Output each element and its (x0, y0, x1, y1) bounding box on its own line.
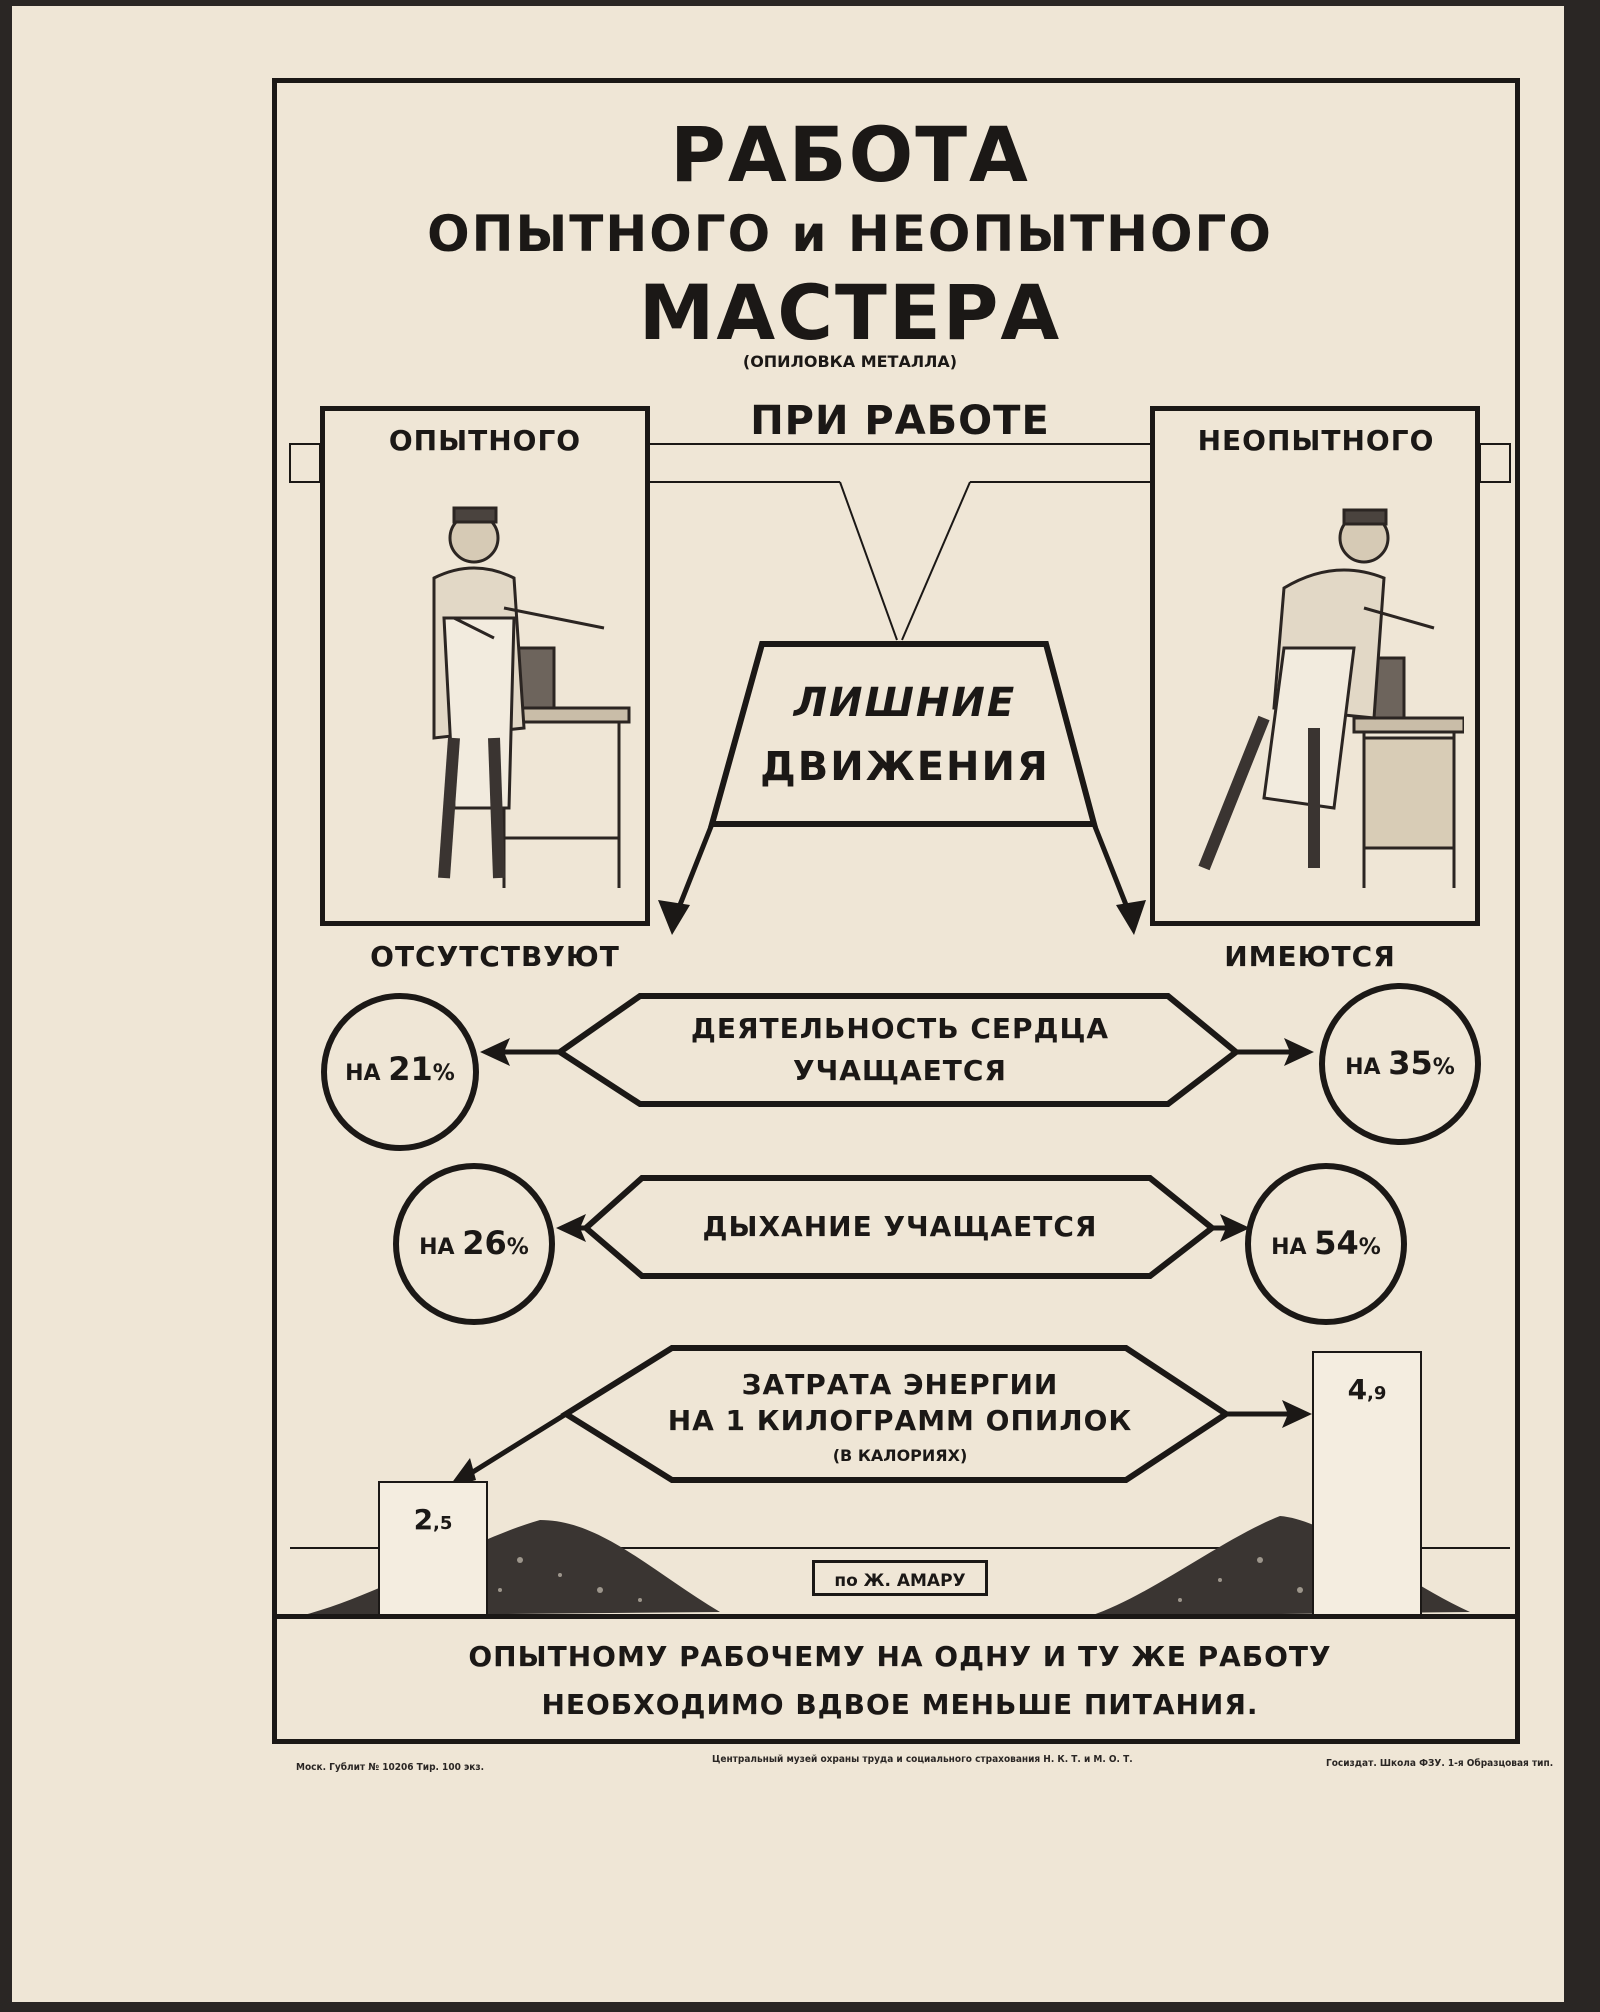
experienced-panel (320, 406, 650, 926)
breath-left-circle (393, 1163, 555, 1325)
breath-right-circle (1245, 1163, 1407, 1325)
energy-label-line-3: (В КАЛОРИЯХ) (832, 1446, 968, 1465)
experienced-label: ОПЫТНОГО (388, 424, 582, 457)
heart-left-circle (321, 993, 479, 1151)
heart-right-value: НА 35% (1345, 1044, 1455, 1082)
breath-right-value: НА 54% (1271, 1224, 1381, 1262)
energy-label-line-1: ЗАТРАТА ЭНЕРГИИ (741, 1368, 1059, 1401)
heart-label-line-2: УЧАЩАЕТСЯ (792, 1054, 1007, 1087)
energy-value-inexperienced: 4,9 (1347, 1373, 1387, 1407)
footer-line-2: НЕОБХОДИМО ВДВОЕ МЕНЬШЕ ПИТАНИЯ. (541, 1688, 1259, 1721)
energy-value-experienced: 2,5 (413, 1503, 453, 1536)
heart-label-line-1: ДЕЯТЕЛЬНОСТЬ СЕРДЦА (690, 1012, 1110, 1045)
title-line-2: ОПЫТНОГО и НЕОПЫТНОГО (427, 205, 1273, 263)
breath-left-value: НА 26% (419, 1224, 529, 1262)
energy-bar-experienced (378, 1481, 488, 1616)
present-label: ИМЕЮТСЯ (1224, 940, 1396, 973)
title-line-3: МАСТЕРА (638, 268, 1062, 357)
imprint-right: Госиздат. Школа ФЗУ. 1-я Образцовая тип. (1326, 1758, 1554, 1769)
inexperienced-panel (1150, 406, 1480, 926)
experienced-worker-illustration (432, 506, 631, 888)
extra-moves-line-2: ДВИЖЕНИЯ (760, 744, 1050, 790)
during-work-label: ПРИ РАБОТЕ (750, 398, 1050, 444)
title-line-1: РАБОТА (670, 110, 1030, 199)
footer-line-1: ОПЫТНОМУ РАБОЧЕМУ НА ОДНУ И ТУ ЖЕ РАБОТУ (468, 1640, 1332, 1673)
footer-divider (272, 1614, 1520, 1619)
heart-right-circle (1319, 983, 1481, 1145)
source-box: по Ж. АМАРУ (812, 1560, 988, 1596)
breath-label: ДЫХАНИЕ УЧАЩАЕТСЯ (702, 1210, 1098, 1243)
extra-moves-line-1: ЛИШНИЕ (793, 680, 1017, 726)
imprint-center: Центральный музей охраны труда и социаль… (712, 1754, 1133, 1765)
inexperienced-worker-illustration (1198, 508, 1464, 888)
heart-left-value: НА 21% (345, 1050, 455, 1088)
absent-label: ОТСУТСТВУЮТ (370, 940, 620, 973)
extra-moves-shape (708, 641, 1098, 827)
imprint-left: Моск. Гублит № 10206 Тир. 100 экз. (296, 1762, 485, 1773)
poster-paper (12, 6, 1564, 2002)
poster-frame (272, 78, 1520, 1744)
energy-label-line-2: НА 1 КИЛОГРАММ ОПИЛОК (667, 1404, 1133, 1437)
energy-bar-inexperienced (1312, 1351, 1422, 1616)
inexperienced-label: НЕОПЫТНОГО (1197, 424, 1435, 457)
title-subtitle: (ОПИЛОВКА МЕТАЛЛА) (742, 352, 958, 371)
